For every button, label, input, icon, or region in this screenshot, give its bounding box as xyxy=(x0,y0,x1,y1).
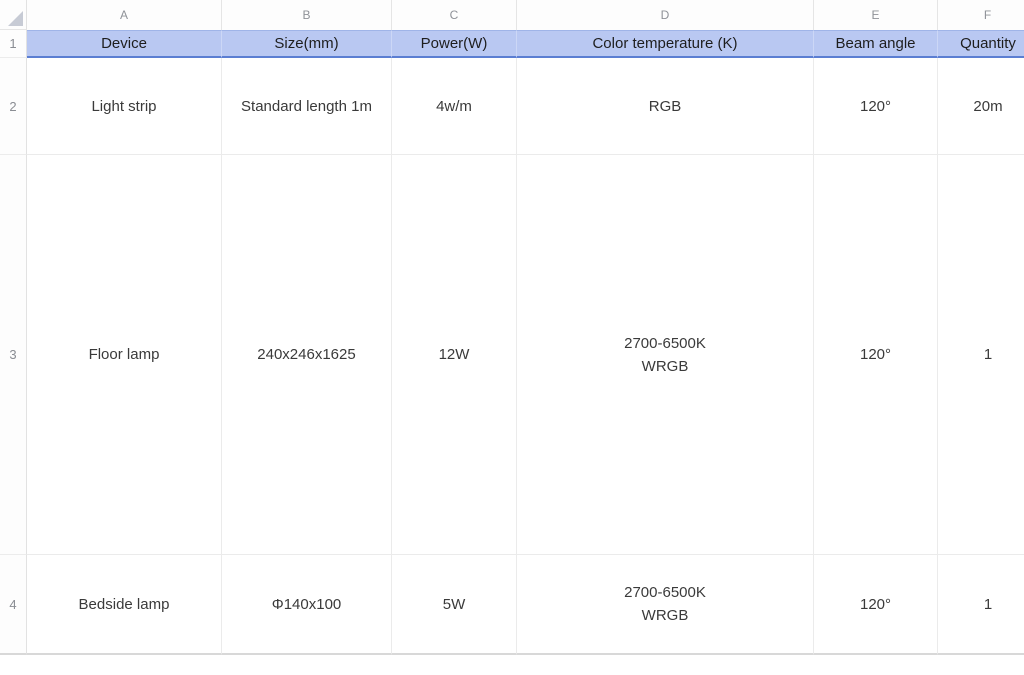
column-header-f[interactable]: F xyxy=(938,0,1024,30)
column-header-c[interactable]: C xyxy=(392,0,517,30)
column-header-d[interactable]: D xyxy=(517,0,814,30)
cell-f1-quantity-header[interactable]: Quantity xyxy=(938,30,1024,58)
select-all-corner[interactable] xyxy=(0,0,27,30)
row-header-1[interactable]: 1 xyxy=(0,30,27,58)
row-header-3[interactable]: 3 xyxy=(0,155,27,555)
cell-d1-color-temperature-header[interactable]: Color temperature (K) xyxy=(517,30,814,58)
cell-f4-quantity[interactable]: 1 xyxy=(938,555,1024,655)
spreadsheet-grid: A B C D E F 1 Device Size(mm) Power(W) C… xyxy=(0,0,1024,655)
cell-a1-device-header[interactable]: Device xyxy=(27,30,222,58)
cell-b2-size[interactable]: Standard length 1m xyxy=(222,58,392,155)
column-header-b[interactable]: B xyxy=(222,0,392,30)
cell-e4-beam-angle[interactable]: 120° xyxy=(814,555,938,655)
row-header-4[interactable]: 4 xyxy=(0,555,27,655)
cell-c3-power[interactable]: 12W xyxy=(392,155,517,555)
cell-f2-quantity[interactable]: 20m xyxy=(938,58,1024,155)
cell-a2-device[interactable]: Light strip xyxy=(27,58,222,155)
cell-d4-color-temperature[interactable]: 2700-6500K WRGB xyxy=(517,555,814,655)
cell-d2-color-temperature[interactable]: RGB xyxy=(517,58,814,155)
cell-f3-quantity[interactable]: 1 xyxy=(938,155,1024,555)
column-header-a[interactable]: A xyxy=(27,0,222,30)
cell-a4-device[interactable]: Bedside lamp xyxy=(27,555,222,655)
row-header-2[interactable]: 2 xyxy=(0,58,27,155)
cell-e1-beam-angle-header[interactable]: Beam angle xyxy=(814,30,938,58)
cell-a3-device[interactable]: Floor lamp xyxy=(27,155,222,555)
cell-c1-power-header[interactable]: Power(W) xyxy=(392,30,517,58)
cell-d3-color-temperature[interactable]: 2700-6500K WRGB xyxy=(517,155,814,555)
cell-b4-size[interactable]: Φ140x100 xyxy=(222,555,392,655)
cell-b1-size-header[interactable]: Size(mm) xyxy=(222,30,392,58)
cell-c4-power[interactable]: 5W xyxy=(392,555,517,655)
cell-e2-beam-angle[interactable]: 120° xyxy=(814,58,938,155)
cell-e3-beam-angle[interactable]: 120° xyxy=(814,155,938,555)
select-all-triangle-icon xyxy=(8,11,23,26)
cell-c2-power[interactable]: 4w/m xyxy=(392,58,517,155)
column-header-e[interactable]: E xyxy=(814,0,938,30)
cell-b3-size[interactable]: 240x246x1625 xyxy=(222,155,392,555)
